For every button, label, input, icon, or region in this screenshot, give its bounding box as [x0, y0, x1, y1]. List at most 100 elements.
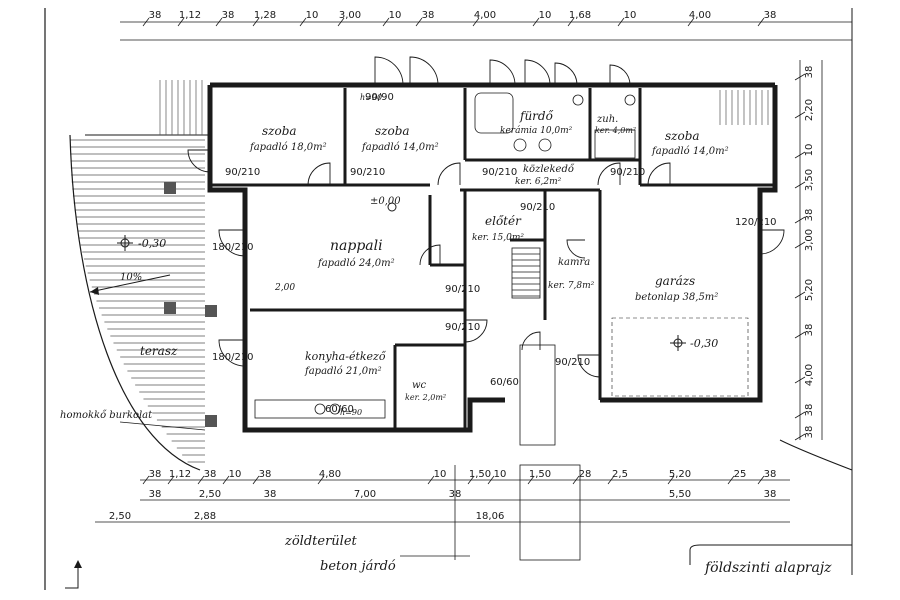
bottom-tick-r1-12: [667, 475, 675, 485]
bottom-tick-r1-0: [142, 475, 150, 485]
window-label-4: 90/90: [365, 92, 394, 103]
room-nappali-name: nappali: [330, 238, 383, 254]
burkolat-leader: [119, 421, 206, 431]
right-tick-3: [794, 181, 806, 189]
bottom-dim-r1-2: 38: [204, 469, 217, 480]
top-dim-1: 1,12: [179, 10, 201, 21]
window-label-1: 180/210: [212, 242, 254, 253]
door-swing-10: [218, 229, 246, 257]
right-tick-0: [794, 73, 806, 81]
room-garazs-name: garázs: [655, 274, 695, 288]
right-dim-8: 4,00: [804, 364, 815, 386]
outer-walls: [207, 82, 778, 433]
annotation-h2: h=90: [340, 408, 362, 417]
top-tick-9: [532, 17, 540, 27]
right-dim-7: 38: [804, 324, 815, 337]
door-swing-3: [524, 59, 551, 86]
bottom-dim-r1-9: 1,50: [529, 469, 551, 480]
bottom-dim-r1-7: 1,50: [469, 469, 491, 480]
section-arrow-icon: [74, 560, 82, 568]
top-dim-2: 38: [222, 10, 235, 21]
right-dim-6: 5,20: [804, 279, 815, 301]
top-tick-4: [299, 17, 307, 27]
top-dim-7: 38: [422, 10, 435, 21]
bottom-tick-r1-8: [487, 475, 495, 485]
bottom-tick-r1-14: [757, 475, 765, 485]
room-konyha-name: konyha-étkező: [305, 350, 387, 363]
top-tick-5: [337, 17, 345, 27]
window-label-6: 60/60: [490, 377, 519, 388]
bottom-dim-r1-12: 5,20: [669, 469, 691, 480]
right-tick-4: [794, 216, 806, 224]
bottom-dim-r2-4: 38: [449, 489, 462, 500]
slope-arrowhead: [90, 287, 99, 295]
right-dim-5: 3,00: [804, 229, 815, 251]
door-swing-12: [187, 149, 211, 173]
kitchen-counter: [254, 399, 386, 419]
door-swing-17: [419, 244, 441, 266]
right-dim-1: 2,20: [804, 99, 815, 121]
right-dimension-chain: [794, 60, 823, 441]
bottom-dim-r2-5: 5,50: [669, 489, 691, 500]
door-swing-13: [759, 229, 785, 255]
bottom-dim-r1-3: 10: [229, 469, 242, 480]
top-dim-11: 10: [624, 10, 637, 21]
bottom-dim-r2-6: 38: [764, 489, 777, 500]
door-swing-0: [374, 56, 404, 86]
annotation-wall-mark: 2,00: [274, 283, 295, 293]
entry-paving: [454, 344, 581, 561]
window-label-3: 120/210: [735, 217, 777, 228]
bottom-dim-r1-1: 1,12: [169, 469, 191, 480]
room-szoba-left-area: fapadló 18,0m²: [249, 142, 327, 153]
door-swing-8: [597, 162, 621, 186]
bottom-tick-r1-9: [527, 475, 535, 485]
bottom-dim-r3-0: 2,50: [109, 511, 131, 522]
bottom-dim-r1-10: 28: [579, 469, 592, 480]
door-swing-18: [566, 239, 586, 259]
bath-fixtures: [474, 92, 636, 159]
column-markers: [164, 182, 217, 427]
top-dim-0: 38: [149, 10, 162, 21]
top-dim-6: 10: [389, 10, 402, 21]
window-label-7: 60/60: [325, 404, 354, 415]
right-tick-5: [794, 241, 806, 249]
top-dim-10: 1,68: [569, 10, 591, 21]
right-tick-10: [794, 433, 806, 441]
door-label-1: 90/210: [350, 167, 385, 178]
right-tick-7: [794, 331, 806, 339]
bottom-dimension-chain: [95, 475, 790, 523]
bottom-dim-r1-8: 10: [494, 469, 507, 480]
top-dimension-chain: [120, 17, 852, 41]
garage-car-outline: [611, 317, 749, 397]
annotation-burkolat: homokkő burkolat: [60, 410, 153, 421]
door-swing-5: [609, 64, 631, 86]
stair: [511, 247, 541, 299]
bottom-dim-r2-1: 2,50: [199, 489, 221, 500]
bottom-dim-r1-13: 25: [734, 469, 747, 480]
right-dim-0: 38: [804, 66, 815, 79]
level-terrace: -0,30: [138, 237, 166, 250]
door-label-2: 90/210: [482, 167, 517, 178]
entry-deck-lines: [159, 80, 769, 135]
top-tick-11: [617, 17, 625, 27]
bottom-tick-r1-3: [222, 475, 230, 485]
room-wc-name: wc: [412, 380, 427, 391]
door-swing-11: [218, 339, 246, 367]
bottom-dim-r1-11: 2,5: [612, 469, 628, 480]
door-label-5: 90/210: [445, 322, 480, 333]
door-label-4: 90/210: [520, 202, 555, 213]
right-dim-10: 38: [804, 426, 815, 439]
room-eloter-area: ker. 15,0m²: [472, 233, 524, 243]
annotation-h1: h=90: [360, 93, 382, 102]
door-swing-6: [307, 162, 331, 186]
level-ground: ±0,00: [370, 196, 401, 207]
door-swing-1: [409, 56, 439, 86]
room-zuh-area: ker. 4,0m²: [595, 126, 636, 135]
bottom-tick-r1-11: [607, 475, 615, 485]
door-swing-7: [437, 162, 461, 186]
top-tick-1: [177, 17, 185, 27]
door-label-3: 90/210: [610, 167, 645, 178]
room-kamra-area: ker. 7,8m²: [548, 281, 595, 291]
top-dim-8: 4,00: [474, 10, 496, 21]
